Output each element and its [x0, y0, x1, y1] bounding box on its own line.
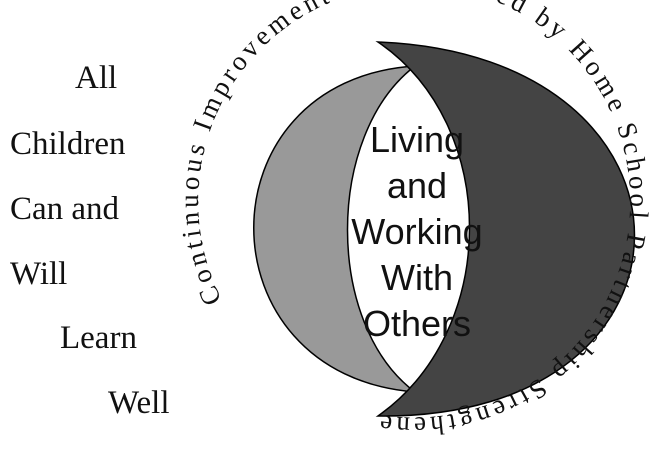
center-line-others: Others [363, 303, 471, 344]
left-crescent [253, 65, 418, 393]
motto-line-can-and: Can and [10, 191, 120, 227]
motto-line-will: Will [10, 256, 68, 292]
center-line-working: Working [351, 211, 482, 252]
right-crescent [375, 41, 636, 417]
center-line-and: and [387, 165, 447, 206]
center-line-living: Living [370, 119, 464, 160]
motto-line-well: Well [108, 385, 170, 421]
motto-line-learn: Learn [60, 320, 137, 356]
motto-line-all: All [75, 60, 118, 96]
motto-line-children: Children [10, 126, 126, 162]
center-line-with: With [381, 257, 453, 298]
